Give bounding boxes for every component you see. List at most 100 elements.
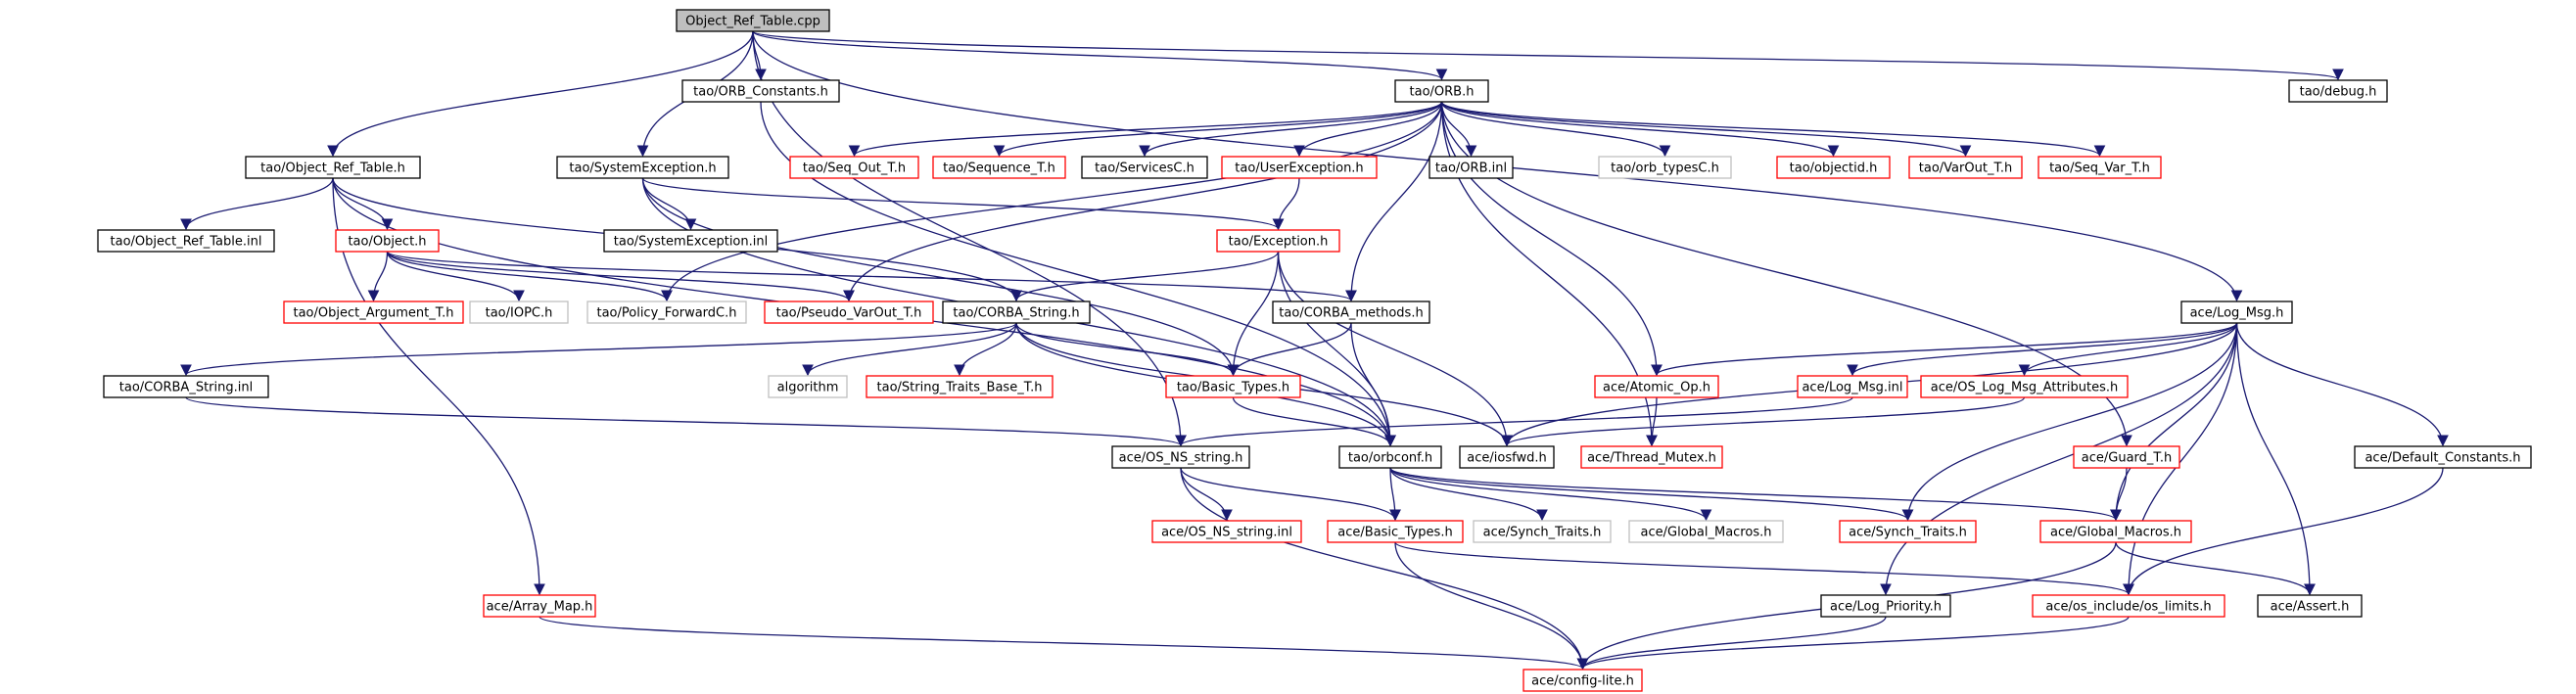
- node-orb-constants[interactable]: tao/ORB_Constants.h: [681, 79, 840, 103]
- node-box: [1594, 375, 1719, 398]
- edge-array-map-h-to-config-lite-h: [539, 616, 1588, 671]
- node-box: [1459, 445, 1555, 469]
- node-label: tao/Object_Ref_Table.inl: [111, 235, 262, 250]
- node-orbconf-h[interactable]: tao/orbconf.h: [1338, 445, 1442, 469]
- node-label: tao/SystemException.h: [569, 162, 716, 176]
- node-sequence-t[interactable]: tao/Sequence_T.h: [932, 156, 1066, 179]
- node-orb-h[interactable]: tao/ORB.h: [1394, 79, 1489, 103]
- node-algorithm[interactable]: algorithm: [768, 375, 848, 398]
- edge-basic-types-ace-to-config-lite-h: [1394, 541, 1589, 671]
- edge-object-h-to-object-argument-t: [367, 251, 389, 302]
- node-box: [335, 229, 440, 253]
- node-array-map-h[interactable]: ace/Array_Map.h: [483, 594, 596, 618]
- node-box: [1429, 156, 1514, 179]
- edge-atomic-op-h-to-thread-mutex-h: [1646, 396, 1658, 447]
- edge-os-ns-string-h-to-basic-types-ace: [1180, 467, 1401, 522]
- node-debug-h[interactable]: tao/debug.h: [2288, 79, 2388, 103]
- node-label: ace/OS_Log_Msg_Attributes.h: [1931, 381, 2118, 395]
- node-os-ns-string-h[interactable]: ace/OS_NS_string.h: [1111, 445, 1250, 469]
- node-box: [2037, 156, 2162, 179]
- node-thread-mutex-h[interactable]: ace/Thread_Mutex.h: [1580, 445, 1723, 469]
- node-services-c[interactable]: tao/ServicesC.h: [1081, 156, 1208, 179]
- node-pseudo-varout-t[interactable]: tao/Pseudo_VarOut_T.h: [764, 301, 934, 324]
- node-os-ns-string-inl[interactable]: ace/OS_NS_string.inl: [1151, 520, 1302, 543]
- node-box: [483, 594, 596, 618]
- node-root[interactable]: Object_Ref_Table.cpp: [676, 9, 830, 32]
- node-policy-forwardc[interactable]: tao/Policy_ForwardC.h: [586, 301, 747, 324]
- node-synch-traits-h[interactable]: ace/Synch_Traits.h: [1839, 520, 1977, 543]
- node-global-macros-h[interactable]: ace/Global_Macros.h: [2039, 520, 2192, 543]
- node-system-exception-inl[interactable]: tao/SystemException.inl: [603, 229, 778, 253]
- node-corba-string-h[interactable]: tao/CORBA_String.h: [942, 301, 1091, 324]
- node-user-exception-h[interactable]: tao/UserException.h: [1221, 156, 1378, 179]
- node-log-msg-inl[interactable]: ace/Log_Msg.inl: [1797, 375, 1908, 398]
- edge-object-h-to-pseudo-varout-t: [386, 251, 855, 302]
- node-basic-types-ace[interactable]: ace/Basic_Types.h: [1327, 520, 1464, 543]
- node-seq-out-t[interactable]: tao/Seq_Out_T.h: [789, 156, 919, 179]
- edge-orbconf-h-to-global-macros-h: [1389, 467, 2122, 522]
- node-box: [1797, 375, 1908, 398]
- node-seq-var-t[interactable]: tao/Seq_Var_T.h: [2037, 156, 2162, 179]
- node-log-msg-h[interactable]: ace/Log_Msg.h: [2180, 301, 2293, 324]
- node-box: [676, 9, 830, 32]
- node-box: [603, 229, 778, 253]
- node-orb-types-c[interactable]: tao/orb_typesC.h: [1598, 156, 1732, 179]
- node-os-log-msg-attributes[interactable]: ace/OS_Log_Msg_Attributes.h: [1920, 375, 2129, 398]
- node-orb-inl[interactable]: tao/ORB.inl: [1429, 156, 1514, 179]
- node-os-limits-h[interactable]: ace/os_include/os_limits.h: [2032, 594, 2225, 618]
- edge-os-ns-string-h-to-config-lite-h: [1180, 467, 1589, 671]
- node-synch-traits-ext[interactable]: ace/Synch_Traits.h: [1473, 520, 1612, 543]
- node-varout-t[interactable]: tao/VarOut_T.h: [1908, 156, 2023, 179]
- node-global-macros-ext[interactable]: ace/Global_Macros.h: [1628, 520, 1784, 543]
- node-box: [2039, 520, 2192, 543]
- edge-root-to-object-ref-table-h: [327, 30, 754, 158]
- node-objectid-h[interactable]: tao/objectid.h: [1776, 156, 1891, 179]
- edge-root-to-os-ns-string-h: [752, 30, 1187, 447]
- node-box: [1522, 669, 1643, 692]
- edge-object-ref-table-h-to-object-h: [332, 177, 394, 231]
- edge-corba-string-inl-to-os-ns-string-h: [185, 396, 1187, 447]
- node-box: [1820, 594, 1951, 618]
- node-object-ref-table-inl[interactable]: tao/Object_Ref_Table.inl: [97, 229, 275, 253]
- node-object-ref-table-h[interactable]: tao/Object_Ref_Table.h: [245, 156, 421, 179]
- node-box: [932, 156, 1066, 179]
- edge-corba-string-h-to-string-traits-base-t: [954, 322, 1017, 377]
- edge-corba-methods-h-to-basic-types-tao: [1227, 322, 1352, 377]
- node-atomic-op-h[interactable]: ace/Atomic_Op.h: [1594, 375, 1719, 398]
- node-log-priority-h[interactable]: ace/Log_Priority.h: [1820, 594, 1951, 618]
- node-box: [1272, 301, 1430, 324]
- node-object-argument-t[interactable]: tao/Object_Argument_T.h: [283, 301, 464, 324]
- node-label: ace/Synch_Traits.h: [1849, 526, 1967, 540]
- node-box: [1839, 520, 1977, 543]
- node-corba-methods-h[interactable]: tao/CORBA_methods.h: [1272, 301, 1430, 324]
- node-label: ace/Guard_T.h: [2082, 451, 2172, 466]
- node-default-constants-h[interactable]: ace/Default_Constants.h: [2354, 445, 2532, 469]
- node-assert-h[interactable]: ace/Assert.h: [2257, 594, 2363, 618]
- edge-orb-h-to-seq-out-t: [848, 101, 1443, 158]
- node-string-traits-base-t[interactable]: tao/String_Traits_Base_T.h: [866, 375, 1054, 398]
- node-box: [681, 79, 840, 103]
- node-config-lite-h[interactable]: ace/config-lite.h: [1522, 669, 1643, 692]
- node-guard-t[interactable]: ace/Guard_T.h: [2073, 445, 2180, 469]
- node-exception-h[interactable]: tao/Exception.h: [1216, 229, 1340, 253]
- node-box: [1327, 520, 1464, 543]
- node-box: [2354, 445, 2532, 469]
- node-iopc-h[interactable]: tao/IOPC.h: [469, 301, 569, 324]
- node-object-h[interactable]: tao/Object.h: [335, 229, 440, 253]
- node-system-exception-h[interactable]: tao/SystemException.h: [556, 156, 729, 179]
- node-basic-types-tao[interactable]: tao/Basic_Types.h: [1165, 375, 1301, 398]
- node-label: ace/Log_Msg.h: [2190, 306, 2284, 321]
- edge-object-ref-table-h-to-array-map-h: [332, 177, 545, 596]
- edge-orb-h-to-pseudo-varout-t: [843, 101, 1443, 302]
- edge-log-msg-h-to-assert-h: [2235, 322, 2316, 596]
- node-box: [1628, 520, 1784, 543]
- node-box: [1580, 445, 1723, 469]
- node-corba-string-inl[interactable]: tao/CORBA_String.inl: [103, 375, 269, 398]
- node-label: tao/Object_Ref_Table.h: [260, 162, 405, 176]
- node-iosfwd-h[interactable]: ace/iosfwd.h: [1459, 445, 1555, 469]
- node-label: tao/ORB.inl: [1435, 162, 1507, 176]
- node-box: [1920, 375, 2129, 398]
- node-label: tao/CORBA_String.h: [953, 306, 1079, 321]
- node-label: ace/iosfwd.h: [1467, 451, 1546, 466]
